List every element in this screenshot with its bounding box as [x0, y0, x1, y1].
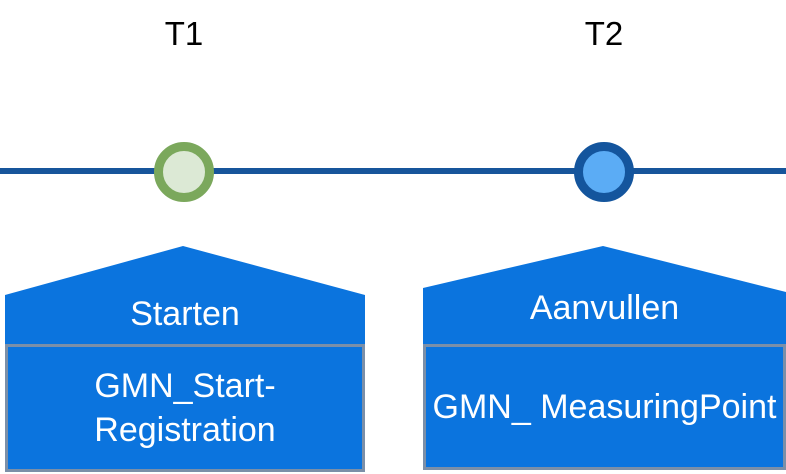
milestone-label-t1: T1: [164, 15, 204, 52]
timeline-axis: [0, 168, 786, 174]
milestone-marker-t1[interactable]: [154, 142, 214, 202]
node-message-label-fill: GMN_ MeasuringPoint: [432, 388, 777, 426]
process-node-body-start[interactable]: GMN_Start-Registration: [5, 344, 365, 472]
node-action-label-start: Starten: [130, 295, 240, 333]
node-action-label-fill: Aanvullen: [529, 289, 680, 327]
process-node-start[interactable]: Starten: [5, 246, 365, 346]
pentagon-banner-icon: [5, 246, 365, 346]
milestone-marker-t2[interactable]: [574, 142, 634, 202]
milestone-label-t2: T2: [584, 15, 624, 52]
process-node-fill[interactable]: Aanvullen ...: [423, 246, 786, 357]
process-node-body-fill[interactable]: GMN_ MeasuringPoint: [423, 344, 786, 470]
node-message-label-start: GMN_Start-Registration: [94, 367, 276, 449]
pentagon-banner-icon: [423, 246, 786, 346]
